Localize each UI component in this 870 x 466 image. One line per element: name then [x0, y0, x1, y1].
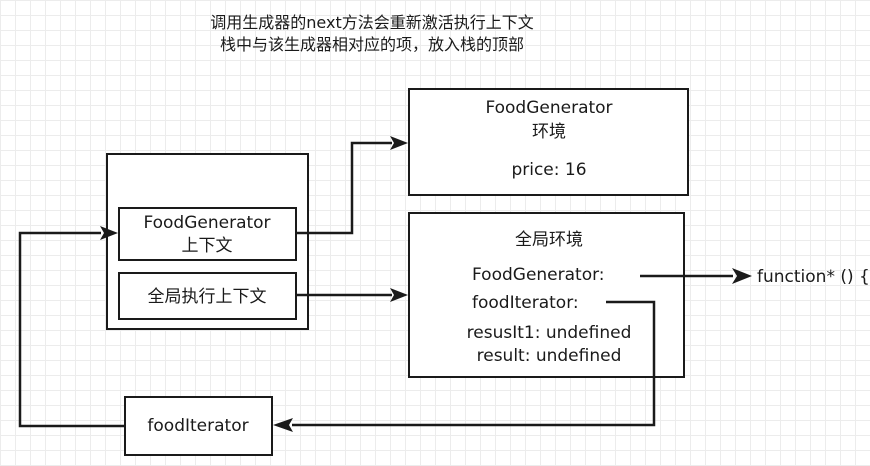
global-env-title: 全局环境	[515, 230, 583, 250]
stack-item-food-generator-context	[118, 207, 297, 261]
global-env-result1: resusIt1: undefined	[466, 323, 632, 343]
stack-item-global-label: 全局执行上下文	[147, 287, 267, 307]
stack-item-global-context	[118, 272, 297, 320]
arrow-object-to-stack-item	[18, 231, 124, 428]
food-generator-env-price: price: 16	[511, 160, 587, 180]
arrow-food-iterator-to-object	[292, 300, 656, 427]
global-env-food-generator: FoodGenerator:	[472, 265, 605, 285]
arrowhead-stack-item	[100, 226, 118, 240]
arrowhead-generator-env	[390, 136, 408, 150]
arrow-context-to-generator-env	[297, 141, 392, 235]
arrowhead-function	[732, 268, 752, 284]
food-generator-env-title: FoodGenerator	[485, 98, 613, 118]
caption-line-2: 栈中与该生成器相对应的项，放入栈的顶部	[219, 35, 525, 54]
food-generator-env-subtitle: 环境	[532, 122, 566, 142]
arrowhead-global-env	[390, 288, 408, 302]
function-label: function* () {	[757, 267, 870, 287]
arrowhead-food-iterator-object	[273, 418, 293, 432]
global-env-food-iterator: foodIterator:	[472, 293, 579, 313]
caption-line-1: 调用生成器的next方法会重新激活执行上下文	[210, 13, 534, 32]
food-iterator-label: foodIterator	[147, 416, 249, 436]
global-environment	[408, 212, 685, 378]
diagram-caption: 调用生成器的next方法会重新激活执行上下文 栈中与该生成器相对应的项，放入栈的…	[210, 12, 533, 56]
stack-item-food-generator-sublabel: 上下文	[181, 236, 233, 256]
global-env-result: result: undefined	[476, 346, 622, 366]
food-generator-environment	[408, 88, 689, 196]
food-iterator-object	[124, 396, 273, 456]
stack-item-food-generator-label: FoodGenerator	[143, 213, 271, 233]
